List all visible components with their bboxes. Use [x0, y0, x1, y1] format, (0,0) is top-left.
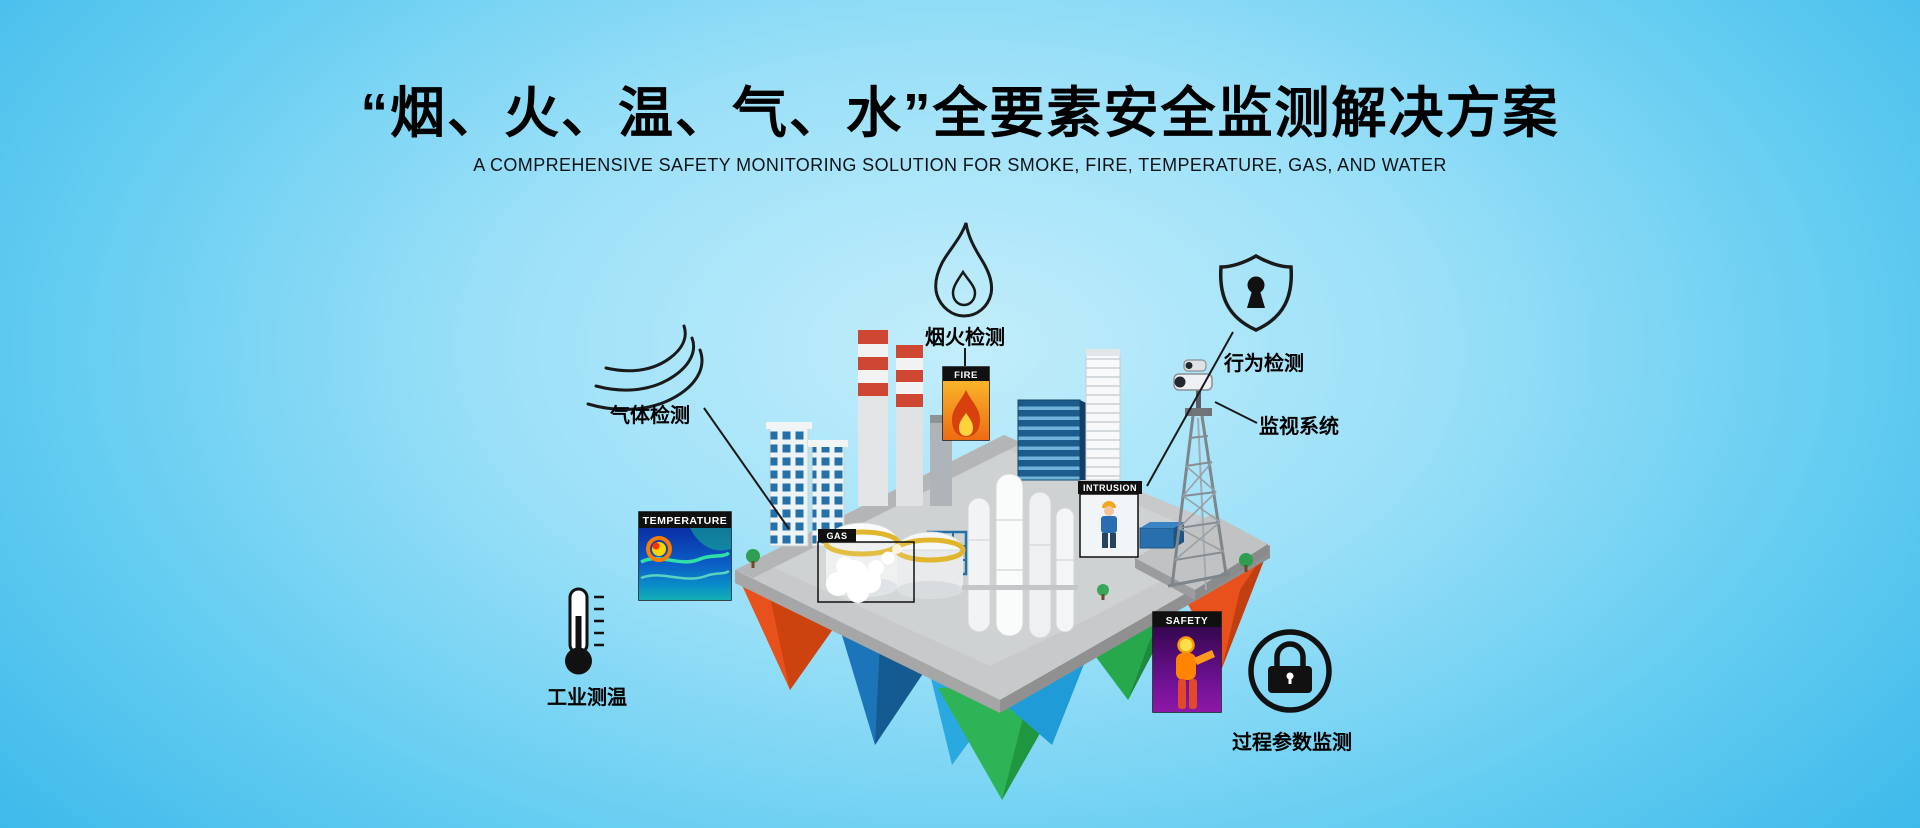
flame-icon — [934, 222, 994, 318]
temperature-thermal-callout: TEMPERATURE — [638, 511, 732, 601]
page-subtitle: A COMPREHENSIVE SAFETY MONITORING SOLUTI… — [473, 155, 1447, 175]
process-columns — [962, 473, 1078, 639]
fire-callout: FIRE — [942, 366, 990, 441]
label-process-parameters: 过程参数监测 — [1232, 732, 1352, 754]
gas-smoke-cloud — [826, 544, 902, 603]
safety-tag: SAFETY — [1166, 616, 1208, 627]
gas-callout: GAS — [817, 529, 915, 603]
label-smoke-fire-detection: 烟火检测 — [925, 327, 1005, 349]
thermal-person — [1176, 636, 1215, 709]
connector-lines — [703, 331, 1258, 530]
skyscraper-white — [1085, 349, 1121, 481]
fire-tag: FIRE — [954, 370, 978, 381]
gas-waves-icon — [586, 324, 704, 411]
chimneys — [858, 330, 952, 506]
label-behavior-detection: 行为检测 — [1224, 353, 1304, 375]
lock-icon — [1248, 629, 1332, 713]
safety-thermal-callout: SAFETY — [1152, 611, 1222, 713]
temperature-tag: TEMPERATURE — [643, 515, 728, 527]
label-surveillance-system: 监视系统 — [1259, 416, 1339, 438]
intrusion-callout: INTRUSION — [1078, 481, 1142, 558]
page-title: “烟、火、温、气、水”全要素安全监测解决方案 — [360, 82, 1560, 144]
highrise-left — [766, 422, 848, 547]
intrusion-tag: INTRUSION — [1083, 483, 1137, 493]
trees — [746, 549, 1253, 600]
gas-tag: GAS — [826, 531, 847, 541]
thermometer-icon — [565, 587, 604, 675]
worker-figure — [1101, 501, 1117, 548]
shield-keyhole-icon — [1218, 253, 1294, 332]
surveillance-tower — [1167, 408, 1231, 591]
label-gas-detection: 气体检测 — [610, 405, 690, 427]
label-industrial-temperature: 工业测温 — [547, 687, 627, 709]
office-building-blue — [1017, 399, 1096, 481]
